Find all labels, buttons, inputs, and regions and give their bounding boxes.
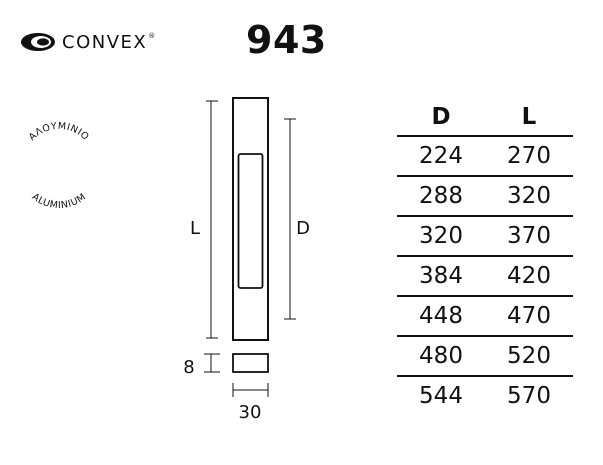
- cell-l: 470: [485, 296, 573, 337]
- cell-l: 270: [485, 136, 573, 177]
- seal-top-text: ΑΛΟΥΜΙΝΙΟ: [27, 121, 91, 143]
- cell-d: 480: [397, 336, 485, 377]
- brand-name: CONVEX®: [62, 31, 157, 53]
- material-seal: ΑΛΟΥΜΙΝΙΟ ALUMINIUM: [27, 121, 91, 211]
- cell-l: 570: [507, 383, 551, 409]
- convex-logo-icon: [21, 33, 55, 51]
- depth-label: 8: [183, 357, 194, 378]
- cell-d: 320: [397, 216, 485, 257]
- column-header-d: D: [397, 99, 485, 137]
- table-row: 544 570: [397, 376, 573, 415]
- length-label: L: [190, 218, 200, 239]
- distance-dimension: [284, 118, 296, 320]
- width-dimension: [232, 383, 269, 397]
- depth-dimension: [204, 353, 220, 373]
- cell-l: 520: [485, 336, 573, 377]
- handle-grip-recess: [237, 153, 264, 289]
- cell-l: 370: [485, 216, 573, 257]
- width-label: 30: [239, 402, 262, 423]
- cell-d: 448: [397, 296, 485, 337]
- cell-d: 224: [397, 136, 485, 177]
- column-header-l: L: [485, 99, 573, 137]
- distance-label: D: [296, 218, 310, 239]
- cell-d: 384: [397, 256, 485, 297]
- brand-logo: CONVEX®: [20, 30, 157, 54]
- handle-front-view: [232, 97, 269, 341]
- seal-bottom-text: ALUMINIUM: [30, 191, 89, 211]
- cell-l: 320: [485, 176, 573, 217]
- model-number: 943: [246, 18, 327, 62]
- cell-d: 288: [397, 176, 485, 217]
- handle-outline: [232, 97, 269, 341]
- handle-side-profile: [232, 353, 269, 373]
- length-dimension: [206, 100, 218, 339]
- table-header-row: D L: [397, 99, 573, 137]
- cell-d: 544: [419, 383, 463, 409]
- cell-l: 420: [485, 256, 573, 297]
